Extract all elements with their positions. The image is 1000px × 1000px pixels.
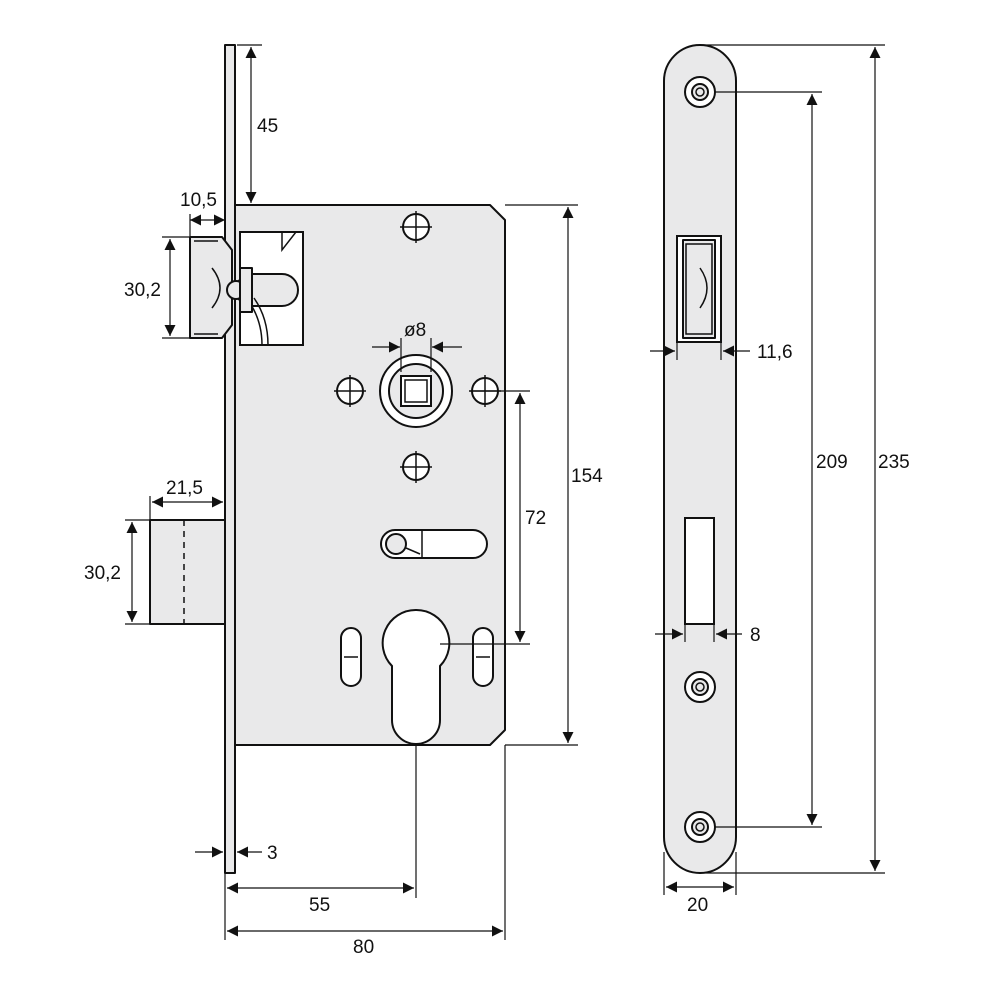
faceplate-side bbox=[224, 44, 236, 874]
dim-11-6: 11,6 bbox=[757, 342, 793, 363]
dim-30-2-deadbolt: 30,2 bbox=[84, 563, 121, 584]
case-screw-holes bbox=[334, 211, 501, 483]
dimension-lines bbox=[125, 44, 885, 940]
dim-30-2-latch: 30,2 bbox=[124, 280, 161, 301]
dim-3: 3 bbox=[267, 843, 278, 864]
deadbolt bbox=[149, 519, 226, 625]
dim-8: 8 bbox=[750, 625, 761, 646]
faceplate bbox=[663, 44, 737, 874]
front-view bbox=[149, 44, 506, 874]
dim-10-5: 10,5 bbox=[180, 190, 217, 211]
dim-20: 20 bbox=[687, 895, 708, 916]
latch-bolt bbox=[189, 236, 233, 339]
spindle-follower bbox=[379, 354, 453, 428]
cylinder-hole bbox=[381, 608, 451, 745]
latch-assembly bbox=[189, 231, 304, 346]
bolt-opening bbox=[684, 517, 715, 625]
dim-45: 45 bbox=[257, 116, 278, 137]
faceplate-view bbox=[663, 44, 737, 874]
dim-72: 72 bbox=[525, 508, 546, 529]
faceplate-latch bbox=[676, 235, 722, 343]
lever-slot bbox=[380, 529, 488, 559]
dim-154: 154 bbox=[571, 466, 603, 487]
dim-235: 235 bbox=[878, 452, 910, 473]
dim-55: 55 bbox=[309, 895, 330, 916]
dim-209: 209 bbox=[816, 452, 848, 473]
dim-80: 80 bbox=[353, 937, 374, 958]
dim-o8: ø8 bbox=[404, 320, 426, 341]
dimension-labels: 45 10,5 30,2 ø8 21,5 30,2 154 72 3 55 80… bbox=[84, 116, 910, 958]
dim-21-5: 21,5 bbox=[166, 478, 203, 499]
